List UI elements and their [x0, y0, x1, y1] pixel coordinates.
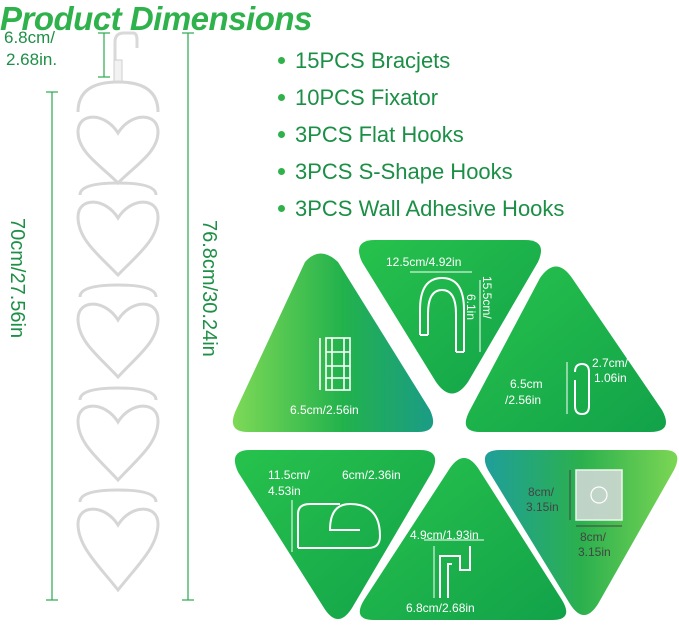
hanger-hearts: [76, 80, 160, 593]
item-label: 15PCS Bracjets: [295, 48, 451, 73]
adhesive-height-label: 8cm/: [528, 485, 555, 499]
adhesive-height-in-label: 3.15in: [526, 500, 559, 514]
panel-bracket: [358, 240, 542, 394]
page-title: Product Dimensions: [0, 0, 312, 37]
flat-hook-icon: [291, 500, 382, 552]
adhesive-width-in-label: 3.15in: [578, 545, 611, 559]
flat-hook-width-label: 11.5cm/: [268, 468, 310, 482]
small-hook-icon: [424, 539, 484, 598]
body-length-label: 70cm/27.56in: [6, 218, 28, 339]
hook-dim-cm: 6.8cm/: [4, 28, 56, 47]
s-hook-height-in-label: /2.56in: [505, 393, 542, 407]
list-item: 10PCS Fixator: [278, 85, 438, 111]
total-length-label: 76.8cm/30.24in: [198, 220, 220, 357]
adhesive-hook-icon: [569, 469, 623, 527]
panel-adhesive: [484, 450, 678, 615]
s-hook-width-in-label: 1.06in: [594, 371, 627, 385]
bullet-icon: [278, 130, 285, 138]
adhesive-width-label: 8cm/: [580, 530, 607, 544]
item-label: 3PCS S-Shape Hooks: [295, 159, 513, 184]
bracket-width-label: 12.5cm/4.92in: [386, 255, 462, 269]
list-item: 3PCS Flat Hooks: [278, 122, 464, 148]
dimension-lines: [46, 32, 194, 601]
panel-flat-hook: [234, 450, 436, 619]
s-hook-icon: [566, 362, 590, 416]
list-item: 3PCS S-Shape Hooks: [278, 159, 513, 185]
panel-small-hook: [359, 458, 567, 620]
small-hook-height-label: 6.8cm/2.68in: [406, 601, 475, 615]
bracket-icon: [410, 271, 481, 353]
bullet-icon: [278, 167, 285, 175]
list-item: 3PCS Wall Adhesive Hooks: [278, 196, 564, 222]
item-label: 10PCS Fixator: [295, 85, 439, 110]
s-hook-height-label: 6.5cm: [510, 377, 543, 391]
bracket-height-label: 15.5cm/: [480, 276, 494, 319]
bullet-icon: [278, 93, 285, 101]
hanger-hook: [113, 31, 139, 83]
item-label: 3PCS Wall Adhesive Hooks: [295, 196, 565, 221]
s-hook-width-label: 2.7cm/: [592, 356, 629, 370]
small-hook-width-label: 4.9cm/1.93in: [410, 528, 479, 542]
fixator-label: 6.5cm/2.56in: [290, 403, 359, 417]
hook-dim-in: 2.68in.: [6, 50, 58, 69]
fixator-icon: [319, 337, 351, 391]
bracket-height-in-label: 6.1in: [464, 294, 478, 321]
bullet-icon: [278, 56, 285, 64]
panel-s-hook: [465, 266, 666, 432]
list-item: 15PCS Bracjets: [278, 48, 450, 74]
panel-fixator: [232, 253, 434, 432]
flat-hook-width-in-label: 4.53in: [268, 484, 301, 498]
flat-hook-height-label: 6cm/2.36in: [342, 468, 401, 482]
item-label: 3PCS Flat Hooks: [295, 122, 464, 147]
bullet-icon: [278, 204, 285, 212]
